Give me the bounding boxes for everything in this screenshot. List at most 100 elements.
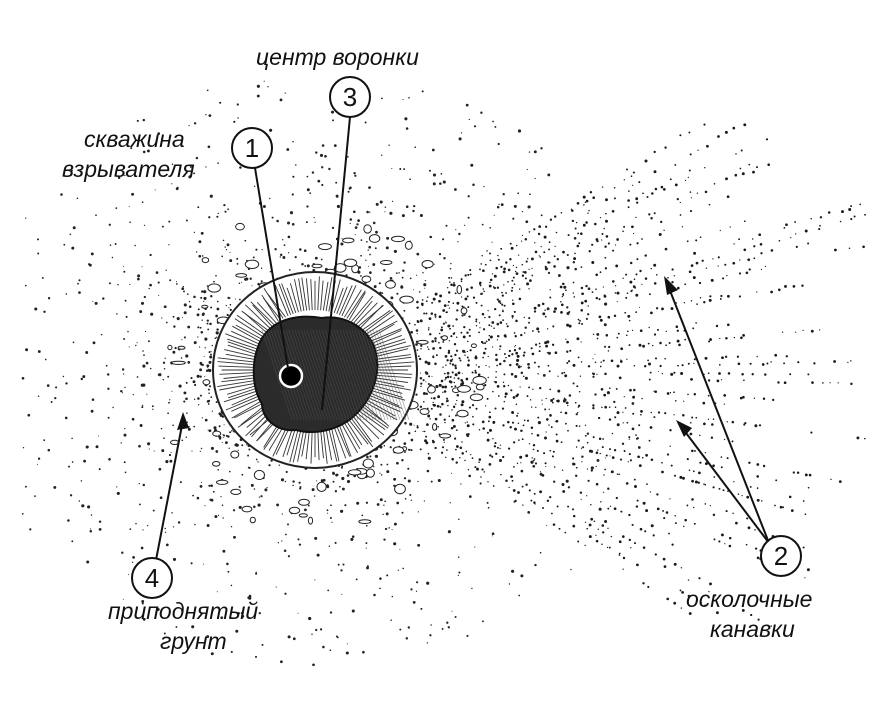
groove-dot — [441, 385, 445, 389]
debris-dot — [366, 566, 369, 570]
debris-dot — [236, 103, 239, 106]
groove-dot — [696, 303, 698, 305]
debris-dot — [529, 193, 531, 196]
groove-dot — [451, 363, 455, 366]
debris-dot — [229, 251, 231, 253]
debris-dot — [416, 581, 419, 584]
groove-dot — [573, 257, 577, 261]
debris-dot — [369, 271, 372, 274]
groove-dot — [530, 499, 533, 502]
debris-dot — [237, 444, 239, 446]
groove-dot — [642, 192, 644, 195]
groove-dot — [478, 458, 482, 461]
rim-ray — [217, 361, 254, 366]
groove-dot — [523, 316, 525, 319]
debris-dot — [568, 394, 572, 397]
debris-dot — [161, 449, 165, 453]
ejected-rock — [456, 284, 463, 295]
groove-dot — [434, 446, 437, 450]
debris-dot — [171, 183, 173, 185]
debris-dot — [366, 565, 369, 568]
groove-dot — [745, 543, 748, 546]
groove-dot — [789, 373, 792, 376]
debris-dot — [183, 303, 187, 307]
marker-1-number: 1 — [245, 133, 259, 163]
rim-ray — [375, 354, 411, 360]
debris-dot — [401, 214, 405, 218]
groove-dot — [524, 237, 528, 241]
groove-dot — [673, 371, 676, 374]
groove-dot — [648, 439, 651, 442]
debris-dot — [197, 326, 200, 329]
groove-dot — [460, 296, 463, 298]
debris-dot — [229, 470, 231, 473]
groove-dot — [544, 315, 547, 318]
debris-dot — [141, 301, 144, 305]
groove-dot — [818, 228, 821, 231]
debris-dot — [424, 279, 427, 282]
debris-dot — [207, 429, 209, 431]
groove-dot — [480, 476, 482, 478]
groove-dot — [645, 509, 649, 513]
debris-dot — [446, 621, 449, 624]
debris-dot — [443, 418, 446, 421]
groove-dot — [804, 229, 808, 233]
debris-dot — [172, 526, 175, 528]
debris-dot — [90, 409, 94, 413]
groove-dot — [557, 274, 561, 277]
debris-dot — [485, 340, 488, 343]
debris-dot — [511, 569, 515, 573]
debris-dot — [335, 181, 338, 184]
groove-dot — [699, 296, 702, 299]
debris-dot — [213, 426, 217, 430]
groove-dot — [659, 364, 662, 368]
groove-dot — [567, 360, 571, 363]
groove-dot — [462, 335, 466, 339]
groove-dot — [659, 341, 662, 345]
groove-dot — [721, 379, 723, 381]
groove-dot — [613, 507, 617, 511]
groove-dot — [618, 473, 621, 476]
ejected-rock — [249, 516, 256, 524]
debris-dot — [444, 385, 448, 389]
debris-dot — [458, 232, 461, 236]
groove-dot — [533, 492, 536, 495]
debris-dot — [226, 243, 230, 247]
groove-dot — [530, 426, 534, 429]
groove-dot — [688, 469, 691, 472]
groove-dot — [622, 422, 624, 424]
debris-dot — [565, 289, 567, 292]
debris-dot — [454, 385, 457, 388]
rim-ray — [341, 285, 357, 317]
groove-dot — [608, 345, 611, 349]
groove-dot — [638, 464, 642, 467]
groove-dot — [499, 444, 502, 446]
debris-dot — [348, 187, 351, 190]
groove-dot — [708, 340, 711, 343]
groove-dot — [781, 331, 784, 333]
debris-dot — [332, 119, 334, 122]
groove-dot — [432, 403, 435, 406]
debris-dot — [459, 359, 462, 362]
groove-dot — [745, 271, 749, 275]
groove-dot — [513, 310, 516, 313]
groove-dot — [560, 311, 563, 314]
debris-dot — [238, 505, 242, 509]
debris-dot — [62, 375, 65, 378]
debris-dot — [168, 244, 170, 246]
groove-dot — [781, 506, 785, 509]
groove-dot — [742, 334, 745, 337]
groove-dot — [610, 470, 614, 474]
debris-dot — [185, 436, 188, 438]
debris-dot — [157, 132, 161, 135]
marker-2-number: 2 — [774, 541, 788, 571]
groove-dot — [521, 274, 525, 277]
groove-dot — [615, 387, 618, 390]
debris-dot — [150, 312, 154, 316]
debris-dot — [71, 461, 74, 463]
debris-dot — [587, 287, 591, 290]
debris-dot — [594, 353, 596, 355]
groove-dot — [492, 420, 496, 424]
debris-dot — [380, 463, 383, 466]
debris-dot — [488, 315, 491, 319]
